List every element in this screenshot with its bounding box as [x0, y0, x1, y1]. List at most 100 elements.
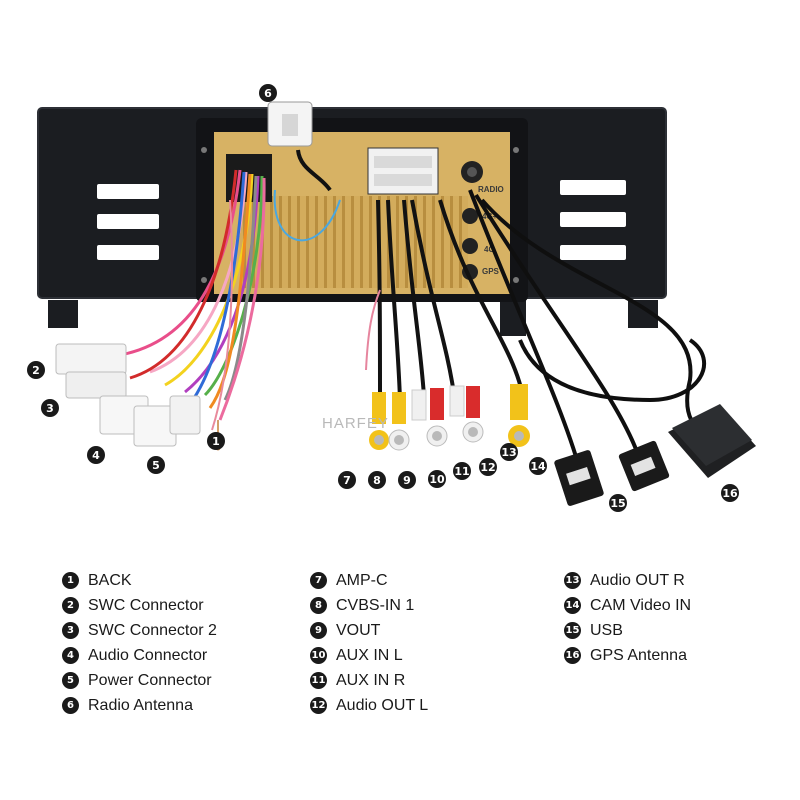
legend-number-badge: 3	[62, 622, 79, 639]
legend-label: Power Connector	[88, 671, 212, 689]
legend-number-badge: 1	[62, 572, 79, 589]
svg-text:11: 11	[454, 465, 469, 478]
svg-text:7: 7	[343, 474, 351, 487]
svg-text:13: 13	[501, 446, 516, 459]
legend-label: Radio Antenna	[88, 696, 193, 714]
legend-item-amp-c: 7 AMP-C	[310, 568, 428, 593]
legend-label: AMP-C	[336, 571, 388, 589]
swc-connector-2	[65, 371, 127, 399]
svg-text:6: 6	[264, 87, 272, 100]
callout-badge-5: 5	[147, 456, 165, 474]
callout-badge-15: 15	[609, 494, 627, 512]
port-label-4g: 4G	[484, 245, 495, 254]
watermark: HARFEY	[322, 415, 389, 432]
legend-item-cam-video-in: 14 CAM Video IN	[564, 593, 691, 618]
callout-badge-3: 3	[41, 399, 59, 417]
legend-number-badge: 14	[564, 597, 581, 614]
wire-harness	[119, 169, 266, 431]
callout-badge-9: 9	[398, 471, 416, 489]
legend-label: VOUT	[336, 621, 381, 639]
port-label-radio: RADIO	[478, 185, 504, 194]
callout-badge-8: 8	[368, 471, 386, 489]
callout-badge-11: 11	[453, 462, 471, 480]
legend-label: CAM Video IN	[590, 596, 692, 614]
vent-slot	[560, 180, 626, 195]
legend-number-badge: 12	[310, 697, 327, 714]
callout-badge-6: 6	[259, 84, 277, 102]
svg-text:14: 14	[530, 460, 546, 473]
legend-item-back: 1 BACK	[62, 568, 217, 593]
svg-text:10: 10	[429, 473, 445, 486]
legend-item-power-connector: 5 Power Connector	[62, 668, 217, 693]
legend-number-badge: 4	[62, 647, 79, 664]
legend-item-swc-connector: 2 SWC Connector	[62, 593, 217, 618]
callout-badge-14: 14	[529, 457, 547, 475]
legend-label: SWC Connector 2	[88, 621, 217, 639]
svg-text:5: 5	[152, 459, 160, 472]
svg-text:2: 2	[32, 364, 40, 377]
legend-column-2: 7 AMP-C 8 CVBS-IN 1 9 VOUT 10 AUX IN L 11 AUX…	[310, 568, 428, 718]
legend-number-badge: 8	[310, 597, 327, 614]
legend-item-gps-antenna: 16 GPS Antenna	[564, 643, 691, 668]
callout-badge-2: 2	[27, 361, 45, 379]
legend-item-aux-in-l: 10 AUX IN L	[310, 643, 428, 668]
svg-text:4: 4	[92, 449, 100, 462]
legend-label: CVBS-IN 1	[336, 596, 415, 614]
callout-badge-13: 13	[500, 443, 518, 461]
legend-number-badge: 2	[62, 597, 79, 614]
legend-label: AUX IN R	[336, 671, 406, 689]
legend-number-badge: 9	[310, 622, 327, 639]
usb-gps-cables	[468, 189, 707, 471]
usb-connectors	[554, 440, 670, 506]
legend-item-audio-out-l: 12 Audio OUT L	[310, 693, 428, 718]
vent-slot	[97, 245, 159, 260]
gps-antenna	[668, 404, 756, 478]
rca-plugs	[369, 384, 530, 451]
vent-slot	[560, 245, 626, 260]
legend-item-aux-in-r: 11 AUX IN R	[310, 668, 428, 693]
callout-badge-10: 10	[428, 470, 446, 488]
rca-cables	[365, 199, 524, 401]
svg-text:15: 15	[610, 497, 625, 510]
legend-number-badge: 10	[310, 647, 327, 664]
port-label-gps: GPS	[482, 267, 500, 276]
callout-badge-4: 4	[87, 446, 105, 464]
svg-text:12: 12	[480, 461, 495, 474]
legend-item-audio-connector: 4 Audio Connector	[62, 643, 217, 668]
radio-antenna-plug	[267, 101, 332, 192]
svg-text:16: 16	[722, 487, 738, 500]
callout-badge-1: 1	[207, 432, 225, 450]
vent-slot	[560, 212, 626, 227]
callout-badge-12: 12	[479, 458, 497, 476]
legend-label: GPS Antenna	[590, 646, 687, 664]
vent-slot	[97, 184, 159, 199]
legend-label: SWC Connector	[88, 596, 204, 614]
legend-label: Audio OUT R	[590, 571, 685, 589]
callout-badge-16: 16	[721, 484, 739, 502]
legend-item-cvbs-in-1: 8 CVBS-IN 1	[310, 593, 428, 618]
wiring-diagram: RADIO 4G+ 4G GPS	[27, 84, 756, 512]
legend-number-badge: 16	[564, 647, 581, 664]
legend-number-badge: 5	[62, 672, 79, 689]
svg-text:9: 9	[403, 474, 411, 487]
legend-label: Audio OUT L	[336, 696, 429, 714]
legend-item-radio-antenna: 6 Radio Antenna	[62, 693, 217, 718]
legend-label: Audio Connector	[88, 646, 208, 664]
legend-number-badge: 7	[310, 572, 327, 589]
svg-text:1: 1	[212, 435, 220, 448]
legend-item-vout: 9 VOUT	[310, 618, 428, 643]
legend-number-badge: 6	[62, 697, 79, 714]
blue-wire	[273, 189, 341, 242]
svg-text:3: 3	[46, 402, 54, 415]
legend-label: BACK	[88, 571, 132, 589]
swc-connector	[55, 343, 127, 375]
legend-number-badge: 11	[310, 672, 327, 689]
legend-label: USB	[590, 621, 623, 639]
svg-text:8: 8	[373, 474, 381, 487]
legend-label: AUX IN L	[336, 646, 403, 664]
callout-badge-7: 7	[338, 471, 356, 489]
